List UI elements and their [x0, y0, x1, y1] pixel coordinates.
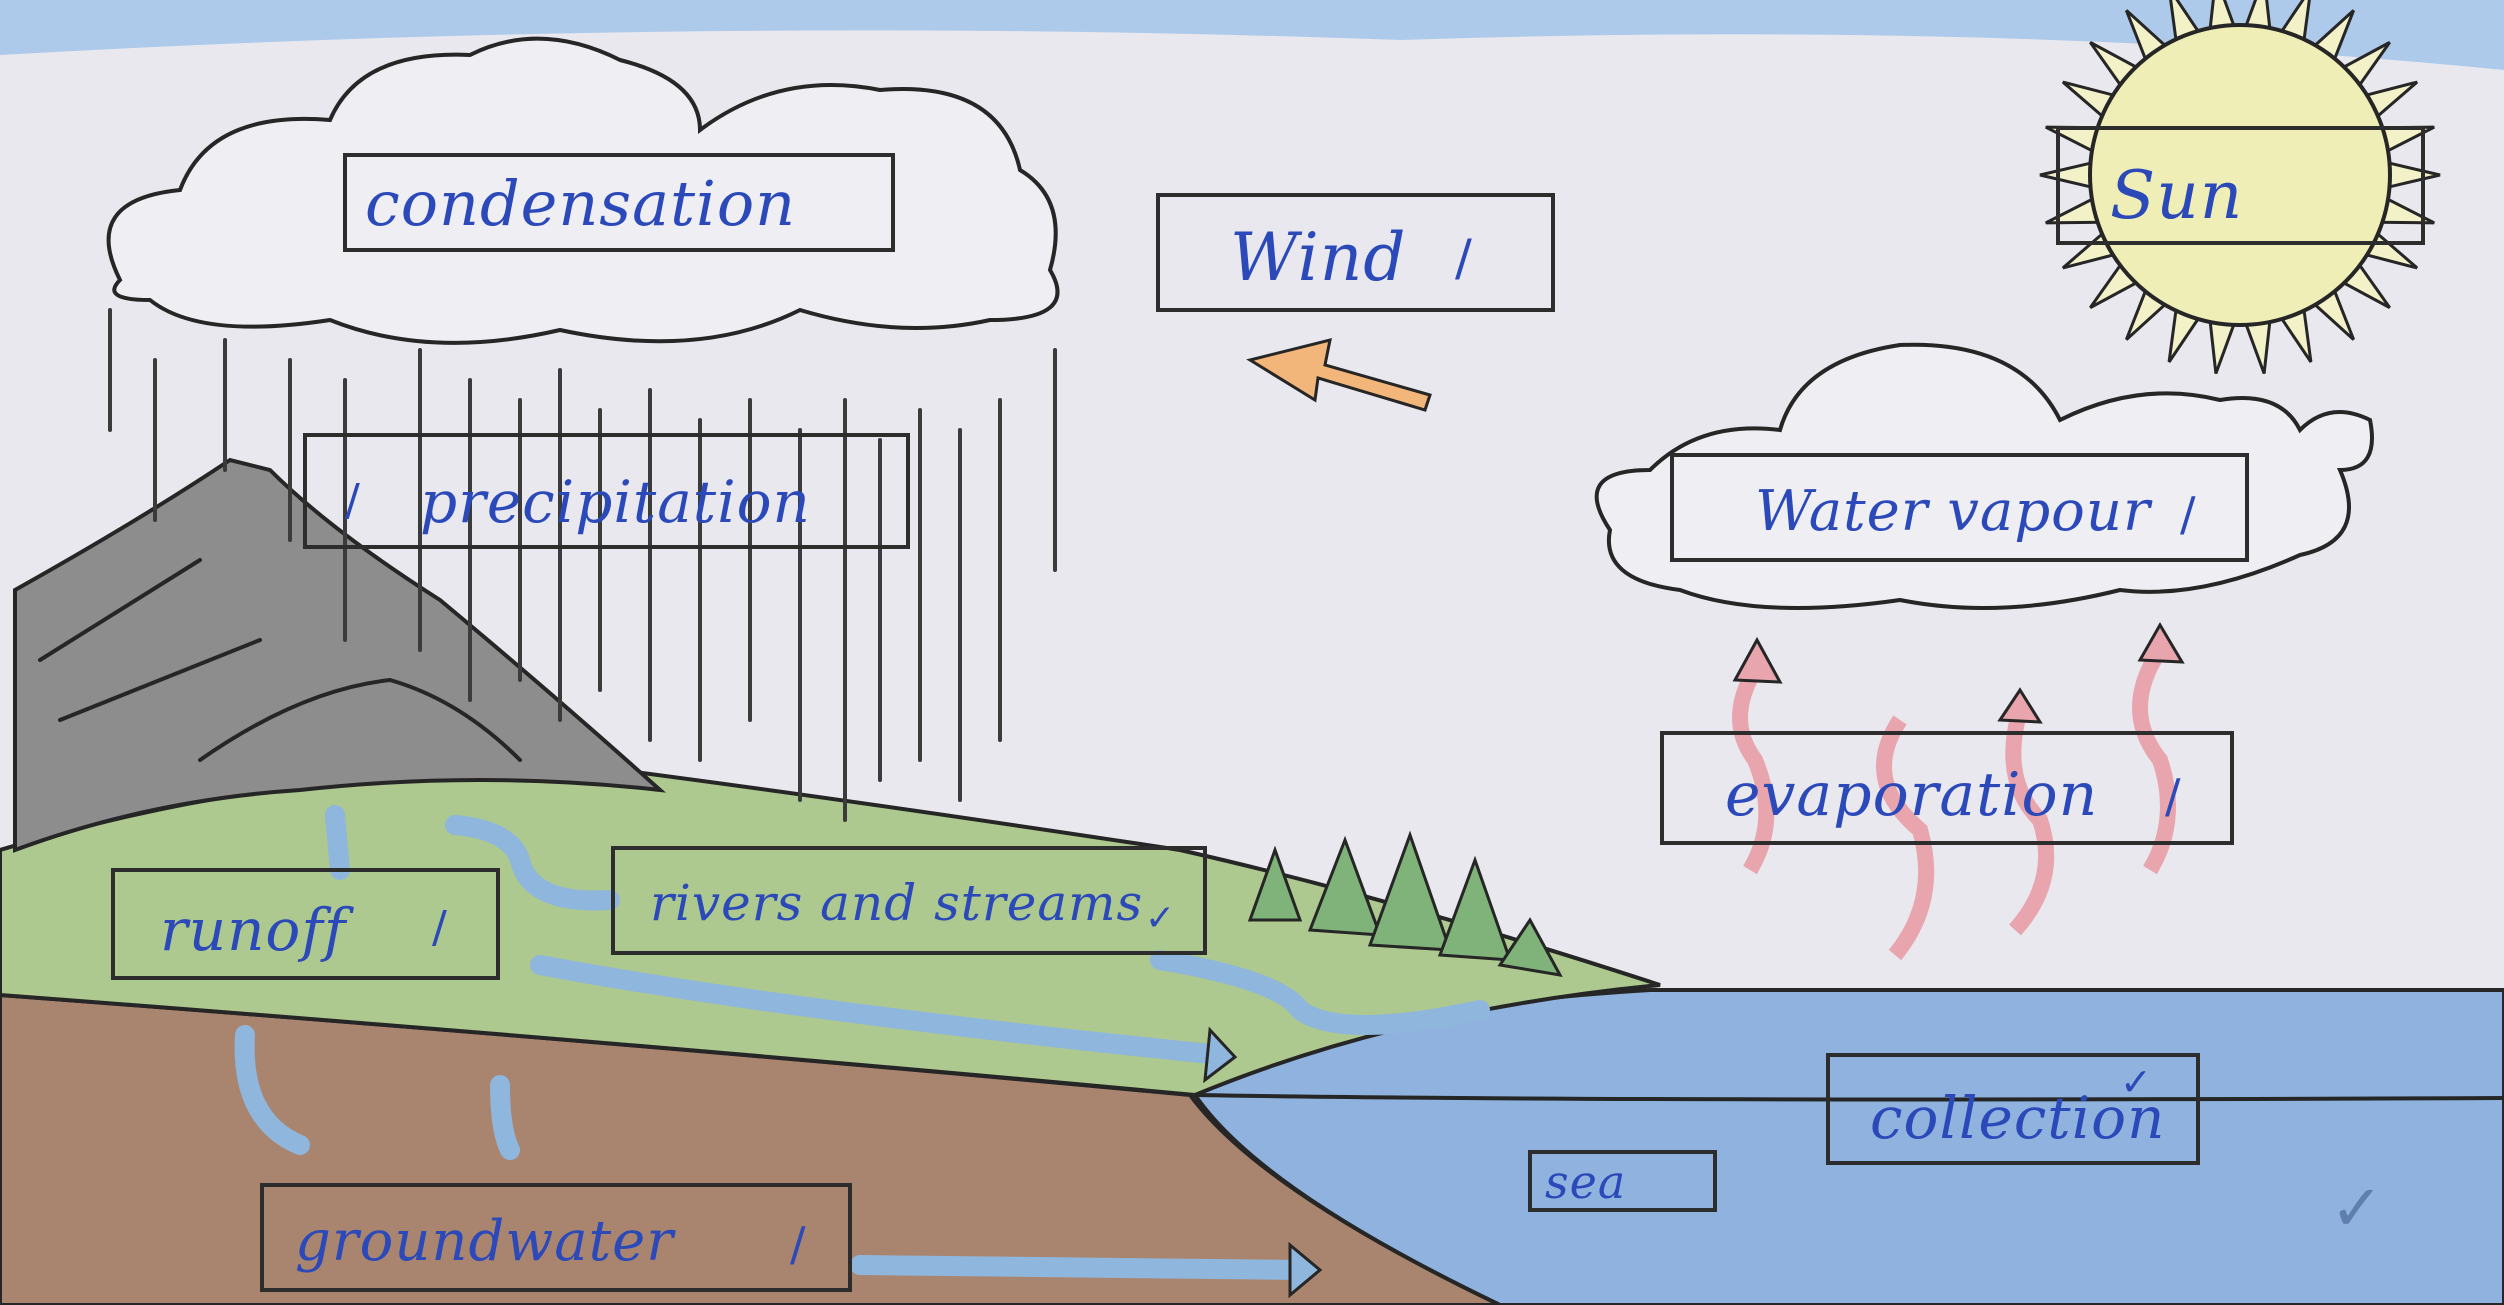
- label-precipitation: / precipitation: [303, 433, 910, 549]
- cloud-water-vapour: [1594, 342, 2374, 610]
- label-collection-text: collection: [1870, 1084, 2165, 1152]
- evaporation-arrowheads: [1732, 622, 2185, 724]
- label-runoff: runoff /: [111, 868, 500, 980]
- label-condensation: condensation: [343, 153, 895, 252]
- label-water-vapour: Water vapour /: [1670, 453, 2249, 562]
- evaporation-arrows: [1732, 645, 2176, 961]
- label-groundwater: groundwater /: [260, 1183, 852, 1292]
- label-water-vapour-text: Water vapour: [1755, 479, 2153, 544]
- label-rivers-and-streams: rivers and streams ✓: [611, 846, 1207, 955]
- rivers: [234, 805, 1490, 1280]
- sun: [2039, 0, 2441, 375]
- label-wind: Wind /: [1156, 193, 1555, 312]
- label-runoff-text: runoff: [160, 896, 355, 964]
- label-sun: Sun: [2056, 126, 2425, 245]
- wind-arrow: [1246, 337, 1432, 412]
- trees: [1247, 830, 1563, 977]
- cloud-condensation: [106, 36, 1060, 345]
- tick-mark: /: [345, 475, 360, 526]
- tick-mark: /: [2180, 487, 2196, 541]
- sky-band: [0, 0, 2504, 70]
- tick-mark: ✓: [2120, 1060, 2152, 1104]
- teacher-check-mark: ✓: [2330, 1172, 2384, 1246]
- label-condensation-text: condensation: [365, 167, 796, 240]
- precipitation-rain: [108, 308, 1057, 822]
- label-sun-text: Sun: [2110, 157, 2243, 234]
- label-collection: collection ✓: [1826, 1053, 2200, 1165]
- label-evaporation-text: evaporation: [1725, 760, 2098, 830]
- label-sea: sea: [1528, 1150, 1717, 1212]
- mountain-ridges: [38, 558, 522, 762]
- tick-mark: /: [432, 902, 447, 953]
- tick-mark: /: [790, 1217, 806, 1271]
- label-wind-text: Wind: [1230, 219, 1407, 296]
- tick-mark: /: [1455, 229, 1472, 287]
- sun-disc: [2088, 23, 2392, 327]
- label-sea-text: sea: [1545, 1155, 1626, 1209]
- label-precipitation-text: precipitation: [420, 468, 811, 536]
- label-evaporation: evaporation /: [1660, 731, 2234, 845]
- label-groundwater-text: groundwater: [295, 1209, 676, 1274]
- label-rivers-and-streams-text: rivers and streams: [650, 874, 1143, 932]
- tick-mark: /: [2165, 769, 2181, 823]
- flow-arrowheads: [1203, 1026, 1323, 1299]
- sea-surface-line: [1193, 1093, 2504, 1102]
- tick-mark: ✓: [1145, 898, 1175, 939]
